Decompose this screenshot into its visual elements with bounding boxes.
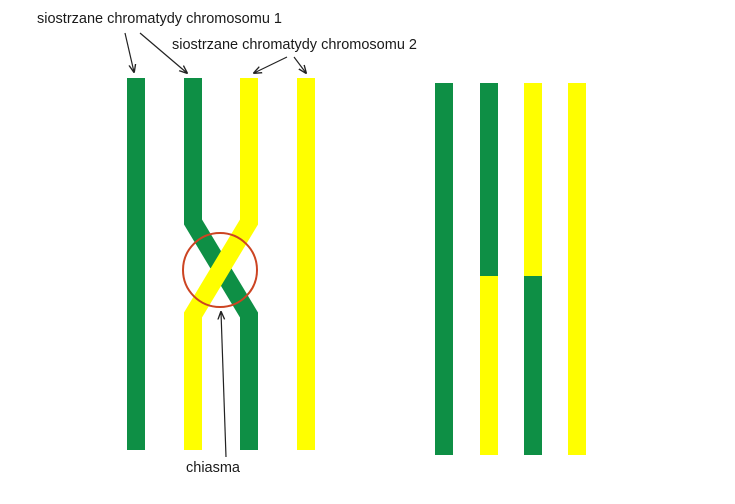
- chromatid-green-result-1: [435, 83, 453, 455]
- chromatid-recombinant-2-top: [524, 83, 542, 276]
- label-sister-chromatids-1: siostrzane chromatydy chromosomu 1: [37, 11, 282, 27]
- arrow-chromatids-2-left: [254, 56, 288, 73]
- label-sister-chromatids-2: siostrzane chromatydy chromosomu 2: [172, 37, 417, 53]
- chromatid-yellow-outer-right: [297, 78, 315, 450]
- arrow-chiasma: [221, 312, 227, 458]
- arrow-chromatids-1-left: [124, 32, 134, 72]
- chromatid-yellow-inner: [184, 78, 258, 450]
- chromatid-recombinant-1-top: [480, 83, 498, 276]
- arrow-chromatids-1-right: [139, 32, 187, 73]
- chromatid-yellow-result-4: [568, 83, 586, 455]
- chromatid-recombinant-2-bottom: [524, 276, 542, 455]
- chiasma-circle: [182, 232, 258, 308]
- chromatid-green-outer-left: [127, 78, 145, 450]
- chromatid-recombinant-1-bottom: [480, 276, 498, 455]
- arrow-chromatids-2-right: [293, 56, 306, 73]
- label-chiasma: chiasma: [186, 460, 240, 476]
